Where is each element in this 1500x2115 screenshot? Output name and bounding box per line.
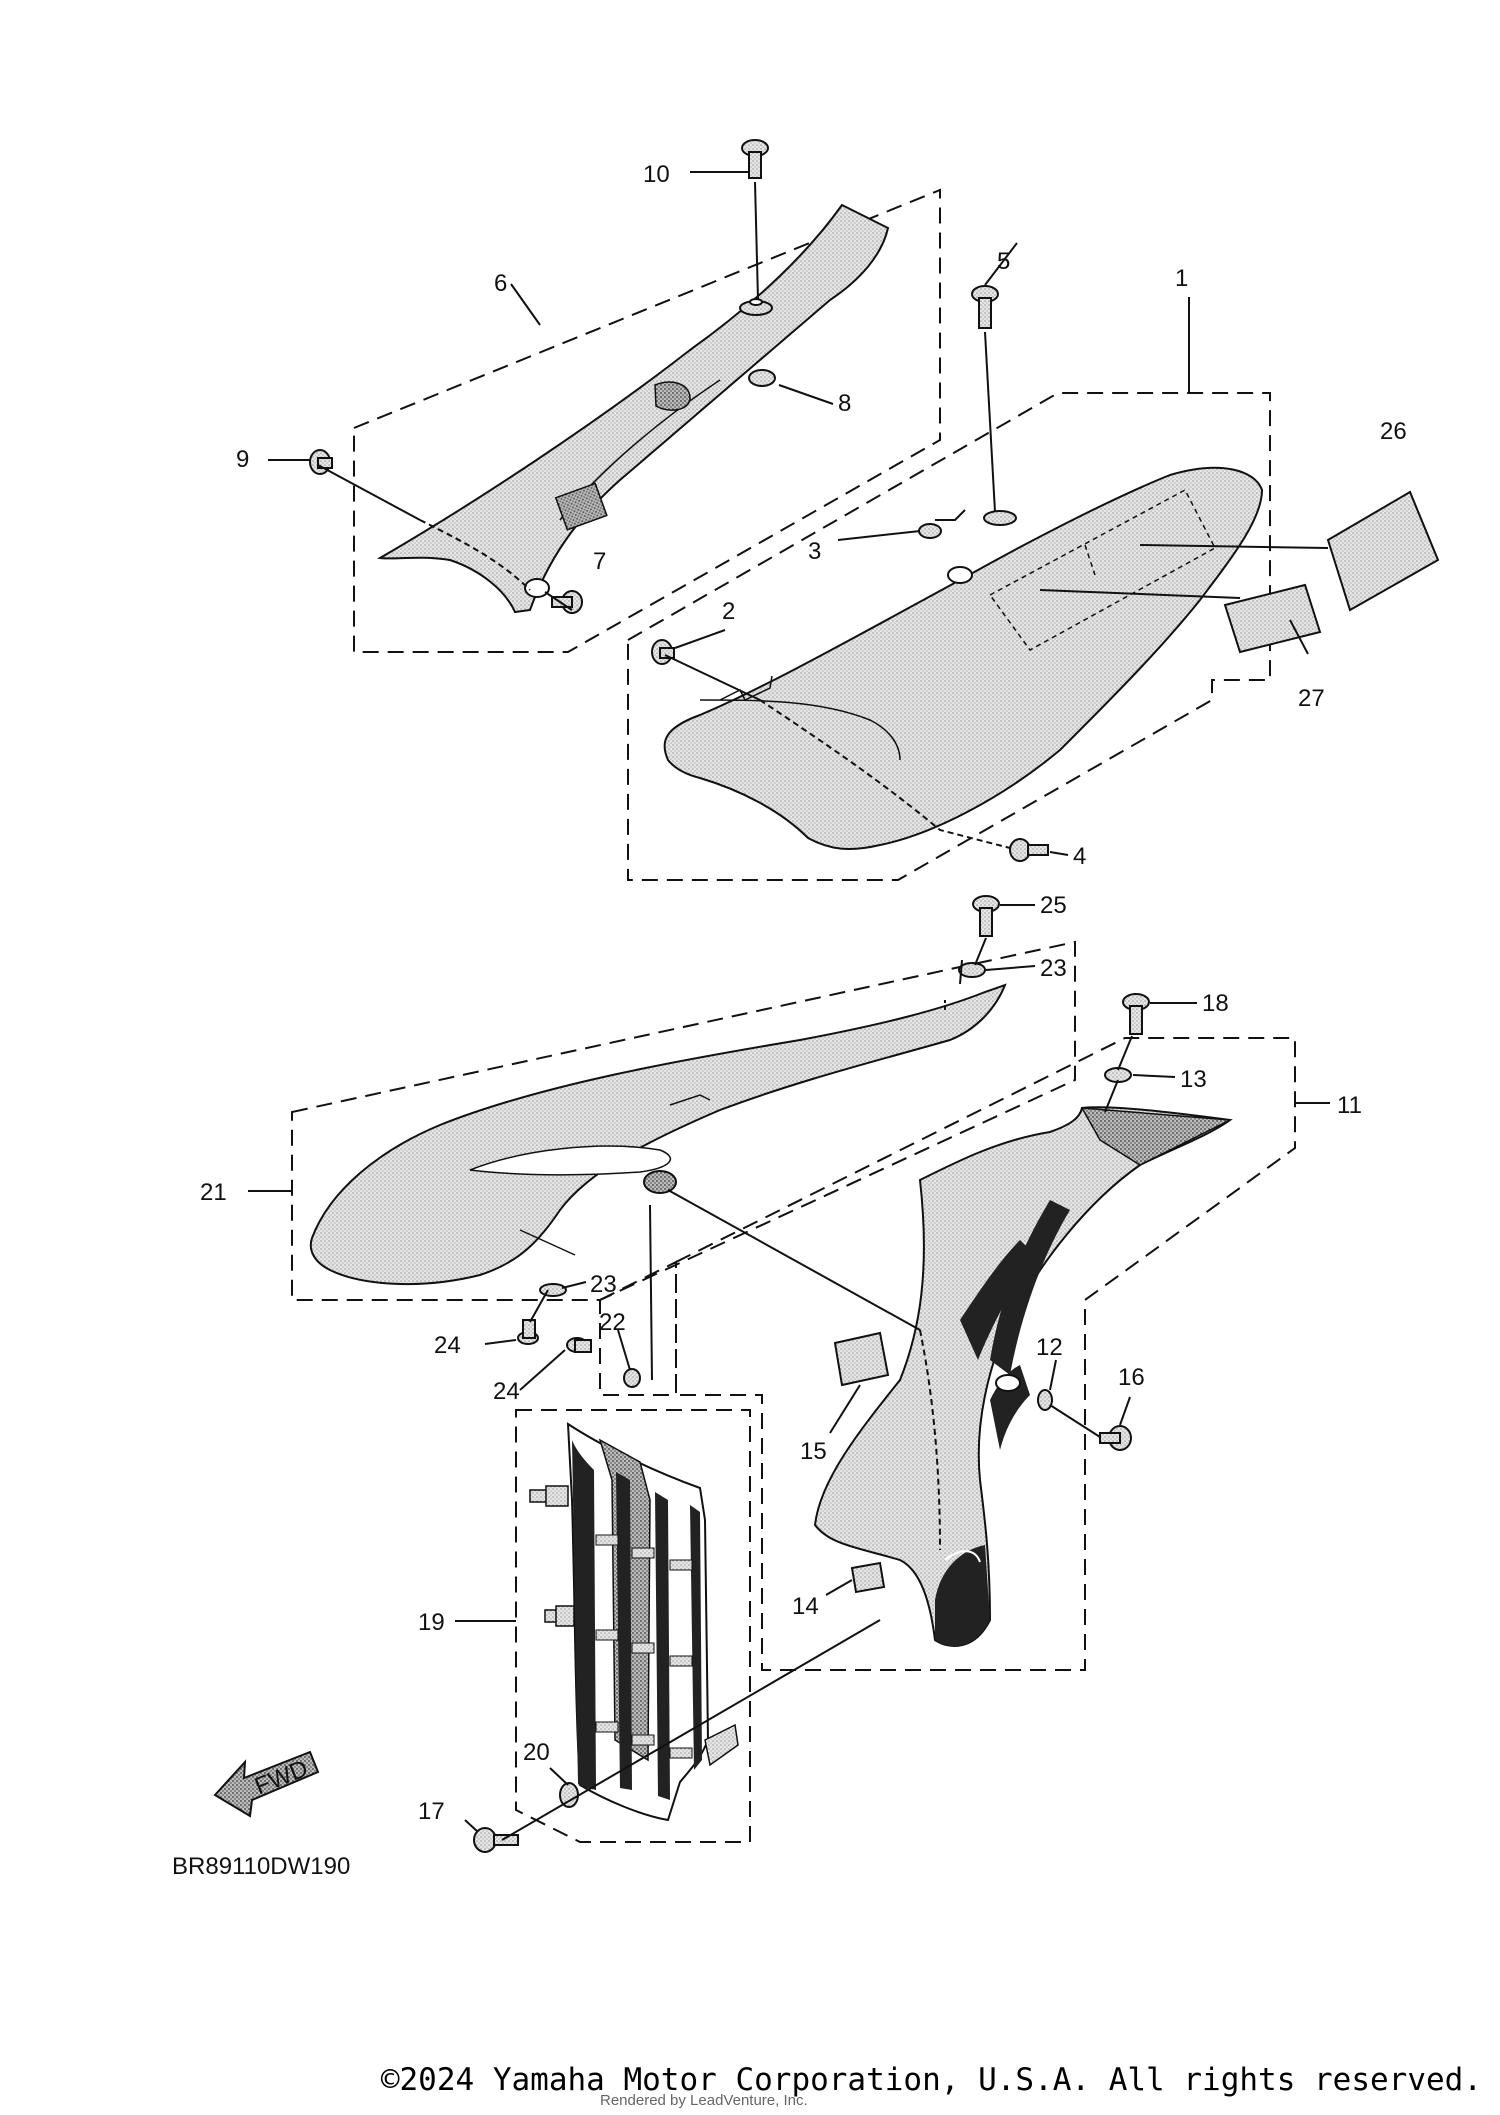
callout-9: 9	[236, 446, 249, 473]
diagram-code: BR89110DW190	[172, 1853, 350, 1880]
callout-10: 10	[643, 161, 670, 188]
callout-7: 7	[593, 548, 606, 575]
part-27-decal	[1223, 583, 1322, 654]
fwd-label: FWD	[251, 1755, 312, 1801]
part-2-bolt	[651, 639, 675, 665]
part-24-fastener-a	[517, 1319, 539, 1345]
callout-26: 26	[1380, 418, 1407, 445]
part-23-collar-upper	[958, 962, 986, 978]
part-15-decal	[833, 1331, 890, 1387]
part-17-bolt	[473, 1827, 519, 1853]
callout-14: 14	[792, 1593, 819, 1620]
callout-6: 6	[494, 270, 507, 297]
rendered-by-credit: Rendered by LeadVenture, Inc.	[600, 2092, 808, 2109]
callout-12: 12	[1036, 1334, 1063, 1361]
group-box-19	[515, 1409, 751, 1843]
callouts: 1 2 3 4 5 6 7 8 9 10 11 12 13 14 15 16 1…	[200, 161, 1407, 1825]
callout-17: 17	[418, 1798, 445, 1825]
callout-20: 20	[523, 1739, 550, 1766]
callout-5: 5	[997, 248, 1010, 275]
part-20-collar	[559, 1782, 579, 1808]
callout-24-upper: 24	[434, 1332, 461, 1359]
part-3-grommet	[918, 523, 942, 539]
part-14-decal	[850, 1561, 886, 1594]
callout-23-lower: 23	[590, 1271, 617, 1298]
callout-18: 18	[1202, 990, 1229, 1017]
part-8-grommet	[739, 298, 773, 316]
part-8-nut	[748, 369, 776, 387]
part-23-collar-lower	[539, 1283, 567, 1297]
part-5-washer	[983, 510, 1017, 526]
part-10-bolt	[741, 139, 769, 179]
callout-4: 4	[1073, 843, 1086, 870]
part-1-side-cover	[663, 466, 1264, 850]
part-7-bolt	[551, 590, 583, 614]
callout-3: 3	[808, 538, 821, 565]
callout-27: 27	[1298, 685, 1325, 712]
callout-24-lower: 24	[493, 1378, 520, 1405]
callout-8: 8	[838, 390, 851, 417]
part-21-lower-cover	[309, 983, 1007, 1286]
part-13-collar	[1104, 1067, 1132, 1083]
callout-15: 15	[800, 1438, 827, 1465]
fasteners	[309, 139, 1150, 1853]
callout-11: 11	[1337, 1092, 1362, 1119]
leader-lines	[248, 171, 1330, 1841]
part-24-fastener-b	[566, 1337, 592, 1353]
callout-1: 1	[1175, 265, 1188, 292]
part-26-decal	[1326, 490, 1440, 612]
callout-22: 22	[599, 1309, 626, 1336]
callout-23-upper: 23	[1040, 955, 1067, 982]
part-22-nut	[623, 1368, 641, 1388]
part-11-shroud	[813, 1106, 1233, 1647]
callout-2: 2	[722, 598, 735, 625]
part-19-grille	[529, 1422, 739, 1822]
callout-13: 13	[1180, 1066, 1207, 1093]
group-box-1	[627, 392, 1271, 881]
callout-21: 21	[200, 1179, 227, 1206]
group-box-11	[675, 1037, 1296, 1671]
part-18-bolt	[1122, 993, 1150, 1035]
group-box-21	[291, 940, 1076, 1301]
part-16-bolt	[1099, 1425, 1132, 1451]
part-5-bolt	[971, 285, 999, 329]
callout-19: 19	[418, 1609, 445, 1636]
part-4-bolt	[1009, 838, 1049, 862]
part-12-collar	[1037, 1389, 1053, 1411]
callout-25: 25	[1040, 892, 1067, 919]
part-25-bolt	[972, 895, 1000, 937]
fwd-arrow: FWD	[213, 1750, 320, 1818]
copyright-notice: ©2024 Yamaha Motor Corporation, U.S.A. A…	[380, 2062, 1482, 2098]
callout-16: 16	[1118, 1364, 1145, 1391]
